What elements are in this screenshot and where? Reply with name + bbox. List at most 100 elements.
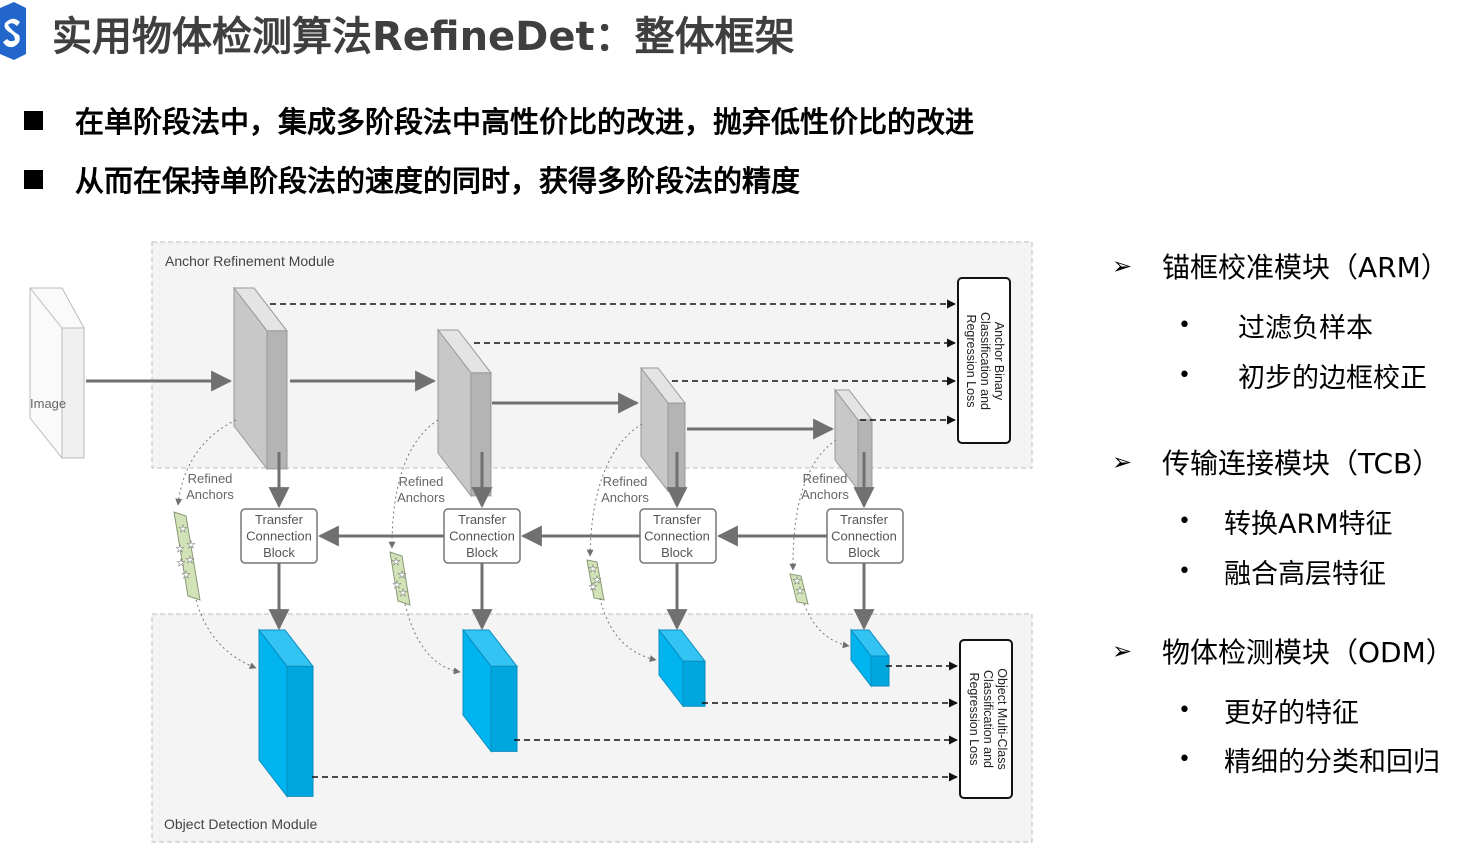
arm-loss-line-2: Classification and <box>978 312 992 410</box>
refined-anchor-flow-arrow <box>803 603 850 649</box>
star-icon: ★ <box>793 576 802 587</box>
arm-block-side <box>266 330 288 470</box>
side-item: • 融合高层特征 <box>1112 552 1386 591</box>
side-item: • 更好的特征 <box>1112 691 1359 730</box>
star-icon: ★ <box>177 558 186 569</box>
arrow-bullet-icon: ➢ <box>1112 448 1133 476</box>
tcb-label: Block <box>661 545 693 560</box>
odm-loss-line-1: Object Multi-Class <box>995 668 1009 769</box>
odm-block-side <box>682 660 706 707</box>
star-icon: ★ <box>399 588 408 599</box>
arrow-bullet-icon: ➢ <box>1112 637 1133 665</box>
tcb-label: Transfer <box>840 512 889 527</box>
odm-feature-block <box>461 628 519 753</box>
odm-block-side <box>286 665 314 797</box>
tcb-label: Connection <box>449 529 515 544</box>
square-bullet-icon <box>24 110 43 130</box>
side-item: • 转换ARM特征 <box>1112 502 1393 541</box>
odm-feature-block <box>657 628 707 708</box>
odm-block-side <box>490 665 518 752</box>
arm-loss-line-3: Regression Loss <box>964 314 978 407</box>
refined-anchors-label: Refined <box>603 474 648 489</box>
star-icon: ★ <box>589 582 598 593</box>
refined-anchor-flow-arrow <box>586 423 643 557</box>
refined-anchor-set: ★★ <box>789 573 809 605</box>
page-title: 实用物体检测算法RefineDet：整体框架 <box>52 14 795 60</box>
refined-anchors-label: Anchors <box>186 487 234 502</box>
anchor-parallelogram <box>586 559 605 601</box>
refined-anchors-label: Anchors <box>601 490 649 505</box>
arm-label: Anchor Refinement Module <box>165 253 335 269</box>
star-icon: ★ <box>182 570 191 581</box>
refined-anchors-label: Anchors <box>801 487 849 502</box>
arm-loss-box <box>957 277 1011 444</box>
refined-anchors-label: Refined <box>188 471 233 486</box>
arm-module-box <box>151 241 1033 469</box>
bullet-item: 从而在保持单阶段法的速度的同时，获得多阶段法的精度 <box>24 159 800 199</box>
side-item: • 初步的边框校正 <box>1112 356 1427 395</box>
dot-bullet-icon: • <box>1178 559 1191 584</box>
dot-bullet-icon: • <box>1178 698 1191 723</box>
anchor-parallelogram <box>789 573 809 605</box>
arm-loss-line-1: Anchor Binary <box>992 322 1006 401</box>
anchor-parallelogram <box>173 511 201 601</box>
side-section-title: ➢ 锚框校准模块（ARM） <box>1112 251 1449 284</box>
odm-feature-block <box>849 628 891 688</box>
star-icon: ★ <box>186 555 195 566</box>
tcb-label: Block <box>263 545 295 560</box>
refined-anchor-flow-arrow <box>599 597 657 663</box>
input-image-block: Image <box>29 287 85 459</box>
logo-icon <box>0 2 26 60</box>
refined-anchor-flow-arrow <box>404 603 461 675</box>
tcb-label: Connection <box>246 529 312 544</box>
tcb-label: Connection <box>644 529 710 544</box>
dot-bullet-icon: • <box>1178 313 1191 338</box>
bullet-text: 在单阶段法中，集成多阶段法中高性价比的改进，抛弃低性价比的改进 <box>75 105 975 139</box>
star-icon: ★ <box>589 564 598 575</box>
tcb-label: Transfer <box>458 512 507 527</box>
odm-loss-line-2: Classification and <box>981 670 995 768</box>
refined-anchors-label: Anchors <box>397 490 445 505</box>
arm-feature-block <box>639 366 687 493</box>
dot-bullet-icon: • <box>1178 747 1191 772</box>
arm-feature-block <box>232 286 289 471</box>
refined-anchors-label: Refined <box>399 474 444 489</box>
refined-anchor-set: ★★★ <box>586 559 605 601</box>
odm-block-side <box>870 655 890 687</box>
star-icon: ★ <box>176 544 185 555</box>
refinedet-architecture-diagram: Anchor Refinement Module Object Detectio… <box>29 241 1033 843</box>
odm-loss-box <box>959 639 1013 799</box>
tcb-label: Connection <box>831 529 897 544</box>
star-icon: ★ <box>393 580 402 591</box>
tcb-label: Block <box>848 545 880 560</box>
bullet-item: 在单阶段法中，集成多阶段法中高性价比的改进，抛弃低性价比的改进 <box>24 100 974 140</box>
refined-anchor-set: ★★★★★★ <box>173 511 201 601</box>
odm-loss-line-3: Regression Loss <box>967 672 981 765</box>
dot-bullet-icon: • <box>1178 509 1191 534</box>
refined-anchor-set: ★★★★ <box>389 551 411 606</box>
odm-label: Object Detection Module <box>164 816 318 832</box>
dot-bullet-icon: • <box>1178 363 1191 388</box>
anchor-parallelogram <box>389 551 411 606</box>
side-section-title: ➢ 传输连接模块（TCB） <box>1112 447 1441 480</box>
tcb-label: Block <box>466 545 498 560</box>
refined-anchor-flow-arrow <box>175 419 237 506</box>
bullet-text: 从而在保持单阶段法的速度的同时，获得多阶段法的精度 <box>75 164 801 198</box>
arrow-bullet-icon: ➢ <box>1112 252 1133 280</box>
tcb-label: Transfer <box>653 512 702 527</box>
star-icon: ★ <box>187 540 196 551</box>
star-icon: ★ <box>179 524 188 535</box>
refined-anchor-flow-arrow <box>789 439 837 571</box>
side-item: • 过滤负样本 <box>1112 306 1373 345</box>
square-bullet-icon <box>24 169 43 189</box>
star-icon: ★ <box>593 575 602 586</box>
tcb-label: Transfer <box>255 512 304 527</box>
side-item: • 精细的分类和回归 <box>1112 740 1440 779</box>
star-icon: ★ <box>398 570 407 581</box>
side-section-title: ➢ 物体检测模块（ODM） <box>1112 636 1454 669</box>
image-label: Image <box>30 396 66 411</box>
refined-anchors-label: Refined <box>803 471 848 486</box>
arm-feature-block <box>436 328 493 498</box>
odm-feature-block <box>257 628 315 798</box>
star-icon: ★ <box>796 586 805 597</box>
